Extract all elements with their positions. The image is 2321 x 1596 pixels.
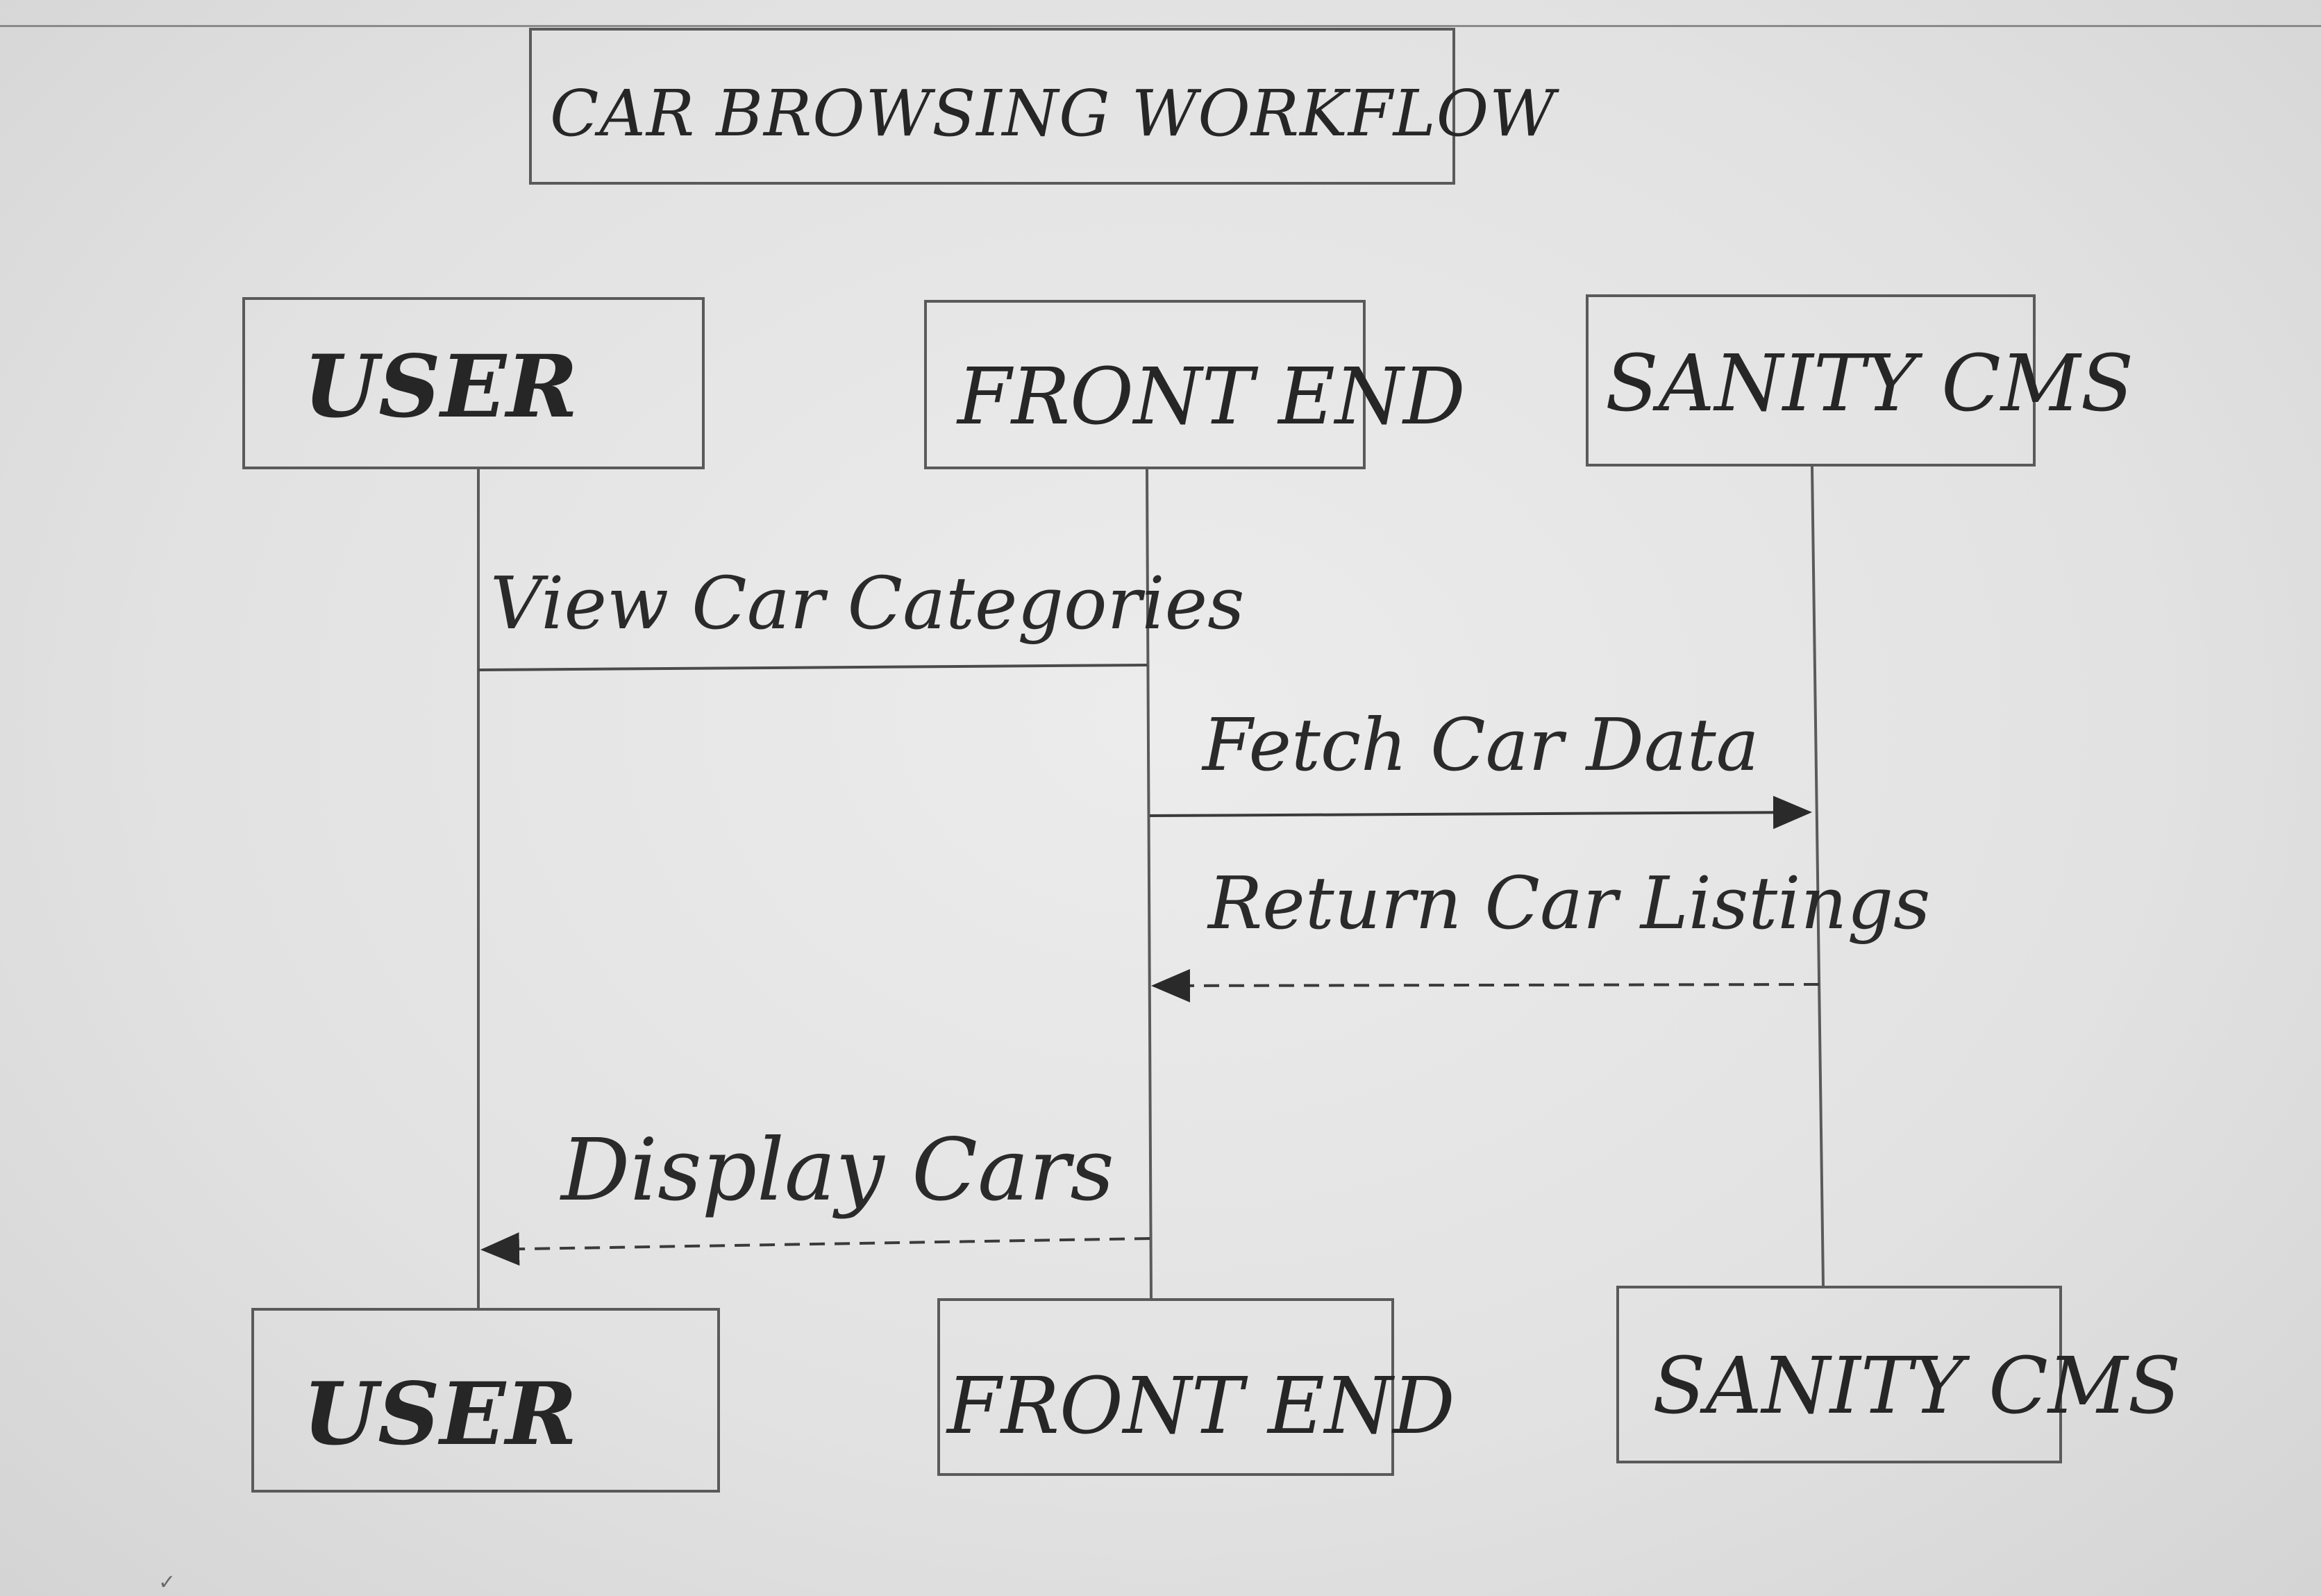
actor-user-bottom-label: USER — [303, 1363, 578, 1465]
message-display-cars: Display Cars — [561, 1120, 1114, 1220]
lifeline-cms — [1811, 466, 1825, 1286]
message-view-car-categories-line — [478, 664, 1148, 671]
message-return-car-listings: Return Car Listings — [1208, 861, 1931, 946]
actor-frontend-top-label: FRONT END — [957, 352, 1466, 442]
top-rule-line — [0, 25, 2321, 27]
diagram-title: CAR BROWSING WORKFLOW — [550, 76, 1556, 151]
actor-cms-top: SANITY CMS — [1586, 294, 2134, 467]
message-return-car-listings-arrow — [1151, 968, 1820, 1002]
message-display-cars-arrow — [480, 1232, 1150, 1266]
diagram-title-box: CAR BROWSING WORKFLOW — [529, 28, 1555, 185]
actor-cms-bottom-label: SANITY CMS — [1652, 1341, 2181, 1431]
lifeline-frontend — [1146, 469, 1153, 1299]
actor-user-top-label: USER — [303, 336, 578, 437]
actor-cms-bottom: SANITY CMS — [1616, 1286, 2181, 1463]
actor-user-top: USER — [242, 297, 705, 469]
actor-cms-top-label: SANITY CMS — [1605, 339, 2134, 429]
message-fetch-car-data-arrow — [1149, 796, 1812, 830]
actor-user-bottom: USER — [251, 1308, 720, 1493]
actor-frontend-top: FRONT END — [924, 300, 1466, 469]
stray-pencil-mark: ✓ — [158, 1570, 176, 1595]
message-view-car-categories: View Car Categories — [490, 561, 1245, 646]
message-fetch-car-data: Fetch Car Data — [1203, 703, 1759, 787]
actor-frontend-bottom: FRONT END — [937, 1298, 1455, 1476]
actor-frontend-bottom-label: FRONT END — [947, 1361, 1455, 1452]
